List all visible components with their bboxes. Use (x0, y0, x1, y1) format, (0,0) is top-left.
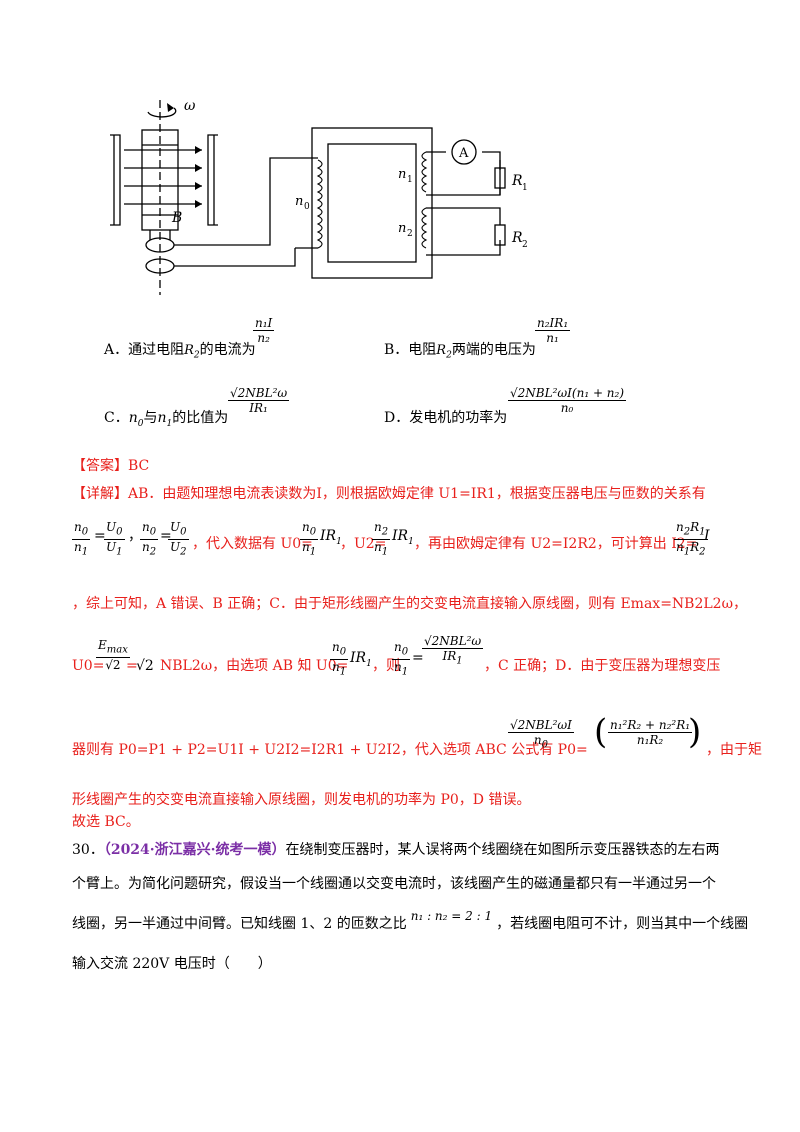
n1-label: n (398, 167, 406, 182)
question-number: 30． (72, 842, 104, 858)
detail-line-4a: U0= (72, 658, 105, 674)
option-b[interactable]: B．电阻R2两端的电压为 (384, 342, 536, 361)
detail-line-5b: ，由于矩 (706, 742, 762, 758)
generator-transformer-diagram: ω B n 0 n 1 n 2 A R 1 R 2 (110, 98, 528, 295)
detail-line-2c: ，再由欧姆定律有 U2=I2R2，可计算出 I2= (414, 536, 698, 552)
detail-line-1: 【详解】AB．由题知理想电流表读数为I，则根据欧姆定律 U1=IR1，根据变压器… (72, 486, 706, 502)
b-field-label: B (171, 210, 182, 226)
n0-sub: 0 (304, 202, 310, 212)
option-a[interactable]: A．通过电阻R2的电流为 (104, 342, 256, 361)
option-d-text: D．发电机的功率为 (384, 410, 508, 426)
option-b-text2: 两端的电压为 (451, 342, 536, 358)
answer-label: 【答案】BC (72, 458, 150, 474)
question-30-line-4: 输入交流 220V 电压时（ ） (72, 956, 272, 972)
question-source: （2024·浙江嘉兴·统考一模） (103, 842, 286, 858)
detail-line-2a: ，代入数据有 U0= (192, 536, 313, 552)
detail-line-3: ，综上可知，A 错误、B 正确；C．由于矩形线圈产生的交变电流直接输入原线圈，则… (72, 596, 747, 612)
detail-line-6: 形线圈产生的交变电流直接输入原线圈，则发电机的功率为 P0，D 错误。 (72, 792, 531, 808)
option-c-text: C． (104, 410, 129, 426)
option-d-fraction: √2NBL²ωI(n₁ + n₂)n₀ (508, 386, 627, 415)
option-d[interactable]: D．发电机的功率为 (384, 408, 507, 428)
ammeter-label: A (458, 146, 469, 161)
omega-label: ω (184, 98, 196, 114)
option-b-text: B．电阻 (384, 342, 437, 358)
option-c[interactable]: C．n0与n1的比值为 (104, 410, 229, 429)
emax-fraction: Emax√2 (96, 638, 130, 673)
n0-label: n (295, 194, 303, 209)
option-a-text: A．通过电阻 (104, 342, 185, 358)
r1-label: R (511, 173, 523, 189)
r2-sub: 2 (522, 240, 528, 250)
n1-sub: 1 (407, 175, 413, 185)
n2-label: n (398, 221, 406, 236)
question-30-line-1: 30．（2024·浙江嘉兴·统考一模）在绕制变压器时，某人误将两个线圈绕在如图所… (72, 842, 720, 858)
detail-line-7: 故选 BC。 (72, 814, 140, 830)
r2-label: R (511, 230, 523, 246)
r1-sub: 1 (522, 183, 528, 193)
turns-ratio: n₁ : n₂ = 2 : 1 (410, 909, 493, 923)
option-a-text2: 的电流为 (199, 342, 256, 358)
detail-line-5a: 器则有 P0=P1 + P2=U1I + U2I2=I2R1 + U2I2，代入… (72, 742, 588, 758)
n2-sub: 2 (407, 229, 413, 239)
question-30-line-2: 个臂上。为简化问题研究，假设当一个线圈通以交变电流时，该线圈产生的磁通量都只有一… (72, 876, 716, 892)
detail-line-4c: NBL2ω，由选项 AB 知 U0= (160, 658, 349, 674)
detail-line-4e: ，C 正确；D．由于变压器为理想变压 (484, 658, 721, 674)
